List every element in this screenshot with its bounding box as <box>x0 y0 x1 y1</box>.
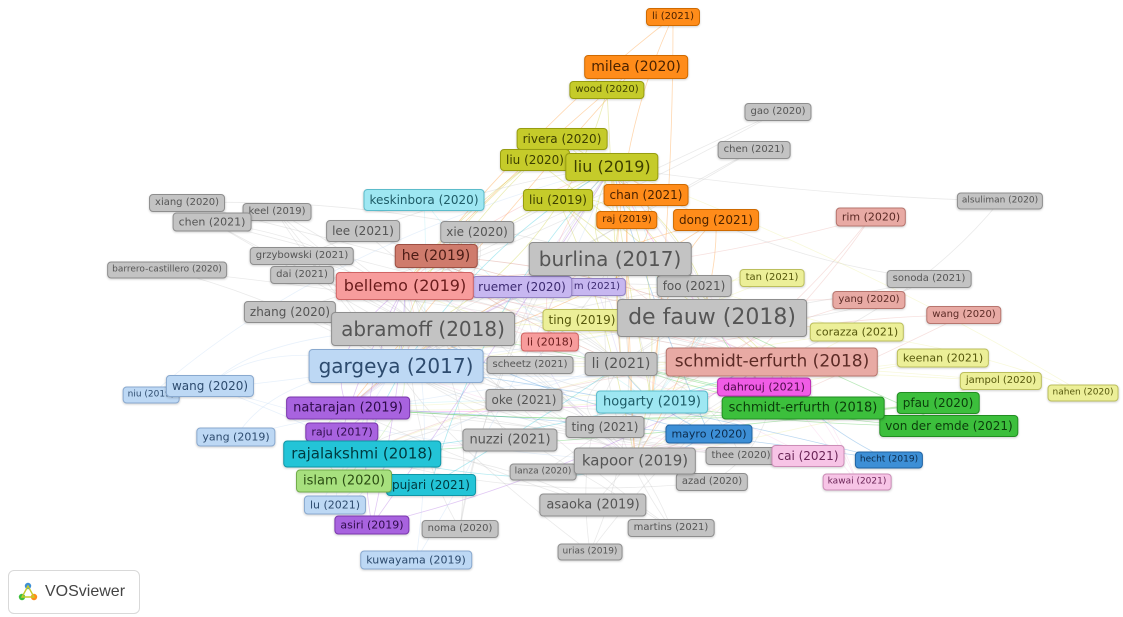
node-schmidt-erfurth-2018-b[interactable]: schmidt-erfurth (2018) <box>721 396 885 420</box>
node-wang-2020-l[interactable]: wang (2020) <box>165 375 255 397</box>
app-name: VOSviewer <box>45 583 126 600</box>
node-keskinbora-2020[interactable]: keskinbora (2020) <box>363 189 485 211</box>
node-wang-2020-r[interactable]: wang (2020) <box>926 306 1002 324</box>
node-rim-2020[interactable]: rim (2020) <box>835 207 907 227</box>
node-gargeya-2017[interactable]: gargeya (2017) <box>308 349 484 383</box>
citation-link <box>430 363 622 486</box>
node-de-fauw-2018[interactable]: de fauw (2018) <box>617 299 807 337</box>
node-tan-2021[interactable]: tan (2021) <box>739 269 805 287</box>
node-wood-2020[interactable]: wood (2020) <box>569 81 645 99</box>
node-asiri-2019[interactable]: asiri (2019) <box>334 515 410 535</box>
node-urias-2019[interactable]: urias (2019) <box>557 543 623 561</box>
node-hecht-2019[interactable]: hecht (2019) <box>854 451 924 469</box>
node-yang-2019[interactable]: yang (2019) <box>196 427 276 447</box>
node-ting-2019[interactable]: ting (2019) <box>542 309 622 331</box>
citation-link <box>166 269 773 363</box>
node-he-2019[interactable]: he (2019) <box>394 244 478 268</box>
node-chen-2021-a[interactable]: chen (2021) <box>717 141 791 159</box>
node-grzybowski-2021[interactable]: grzybowski (2021) <box>249 247 355 265</box>
node-raj-2019[interactable]: raj (2019) <box>596 211 658 229</box>
node-rajalakshmi-2018[interactable]: rajalakshmi (2018) <box>283 440 441 468</box>
node-nahen-2020[interactable]: nahen (2020) <box>1047 384 1119 402</box>
node-abramoff-2018[interactable]: abramoff (2018) <box>331 312 515 346</box>
node-nuzzi-2021[interactable]: nuzzi (2021) <box>462 428 558 452</box>
node-li-2021-top[interactable]: li (2021) <box>646 8 700 26</box>
node-kapoor-2019[interactable]: kapoor (2019) <box>573 447 697 475</box>
node-corazza-2021[interactable]: corazza (2021) <box>809 322 905 342</box>
node-noma-2020[interactable]: noma (2020) <box>421 520 499 538</box>
citation-link <box>521 286 636 462</box>
node-ting-2021[interactable]: ting (2021) <box>565 416 645 438</box>
node-schmidt-erfurth-2018-a[interactable]: schmidt-erfurth (2018) <box>665 347 879 377</box>
node-li-2021-mid[interactable]: li (2021) <box>584 352 658 376</box>
node-dong-2021[interactable]: dong (2021) <box>673 209 759 231</box>
node-milea-2020[interactable]: milea (2020) <box>584 55 688 79</box>
node-rivera-2020[interactable]: rivera (2020) <box>516 128 608 150</box>
node-kawai-2021[interactable]: kawai (2021) <box>822 473 892 491</box>
node-keenan-2021[interactable]: keenan (2021) <box>896 348 990 368</box>
node-li-2018[interactable]: li (2018) <box>520 332 580 352</box>
node-scheetz-2021[interactable]: scheetz (2021) <box>486 356 574 374</box>
node-kuwayama-2019[interactable]: kuwayama (2019) <box>360 550 472 570</box>
node-zhang-2020[interactable]: zhang (2020) <box>243 301 337 323</box>
node-lee-2021[interactable]: lee (2021) <box>326 220 400 242</box>
node-lu-2021[interactable]: lu (2021) <box>303 495 367 515</box>
node-yang-2020-r[interactable]: yang (2020) <box>832 291 906 309</box>
node-cai-2021[interactable]: cai (2021) <box>771 445 845 467</box>
node-dai-2021[interactable]: dai (2021) <box>270 266 334 284</box>
node-mayro-2020[interactable]: mayro (2020) <box>665 424 753 444</box>
node-alsuliman-2020[interactable]: alsuliman (2020) <box>956 192 1044 210</box>
node-raju-2017[interactable]: raju (2017) <box>305 422 379 442</box>
node-gao-2020[interactable]: gao (2020) <box>744 103 812 121</box>
node-barrero-castillero-2020[interactable]: barrero-castillero (2020) <box>107 261 227 279</box>
node-keel-2019[interactable]: keel (2019) <box>242 203 312 221</box>
node-von-der-emde-2021[interactable]: von der emde (2021) <box>879 415 1019 437</box>
node-chen-2021-b[interactable]: chen (2021) <box>172 212 252 232</box>
node-sonoda-2021[interactable]: sonoda (2021) <box>886 270 972 288</box>
node-liu-2019-small[interactable]: liu (2019) <box>523 189 593 211</box>
node-azad-2020[interactable]: azad (2020) <box>675 473 749 491</box>
node-liu-2020[interactable]: liu (2020) <box>500 149 570 171</box>
node-islam-2020[interactable]: islam (2020) <box>296 469 392 493</box>
node-asaoka-2019[interactable]: asaoka (2019) <box>539 493 647 517</box>
node-lanza-2020[interactable]: lanza (2020) <box>509 463 577 481</box>
citation-link <box>361 331 858 455</box>
node-liu-2019-big[interactable]: liu (2019) <box>565 153 659 181</box>
node-foo-2021[interactable]: foo (2021) <box>656 275 732 297</box>
node-chan-2021[interactable]: chan (2021) <box>603 184 689 206</box>
vosviewer-logo-icon <box>18 582 38 601</box>
citation-link <box>415 166 613 561</box>
node-dahrouj-2021[interactable]: dahrouj (2021) <box>717 377 811 397</box>
node-xiang-2020[interactable]: xiang (2020) <box>149 194 225 212</box>
citation-link <box>211 221 773 363</box>
vosviewer-logo: VOSviewer <box>8 570 140 614</box>
node-natarajan-2019[interactable]: natarajan (2019) <box>286 396 410 420</box>
node-pfau-2020[interactable]: pfau (2020) <box>896 392 980 414</box>
node-burlina-2017[interactable]: burlina (2017) <box>528 242 692 276</box>
citation-link <box>611 166 1001 202</box>
node-martins-2021[interactable]: martins (2021) <box>627 519 715 537</box>
node-oke-2021[interactable]: oke (2021) <box>485 389 563 411</box>
node-bellemo-2019[interactable]: bellemo (2019) <box>335 272 475 300</box>
node-xie-2020[interactable]: xie (2020) <box>440 221 514 243</box>
citation-link <box>422 149 755 330</box>
node-jampol-2020[interactable]: jampol (2020) <box>959 372 1043 390</box>
node-pujari-2021[interactable]: pujari (2021) <box>386 474 476 496</box>
citation-link <box>276 211 397 367</box>
node-hogarty-2019[interactable]: hogarty (2019) <box>596 390 708 414</box>
node-m-2021[interactable]: m (2021) <box>567 278 627 296</box>
node-ruemer-2020[interactable]: ruemer (2020) <box>472 276 572 298</box>
node-thee-2020[interactable]: thee (2020) <box>705 447 777 465</box>
